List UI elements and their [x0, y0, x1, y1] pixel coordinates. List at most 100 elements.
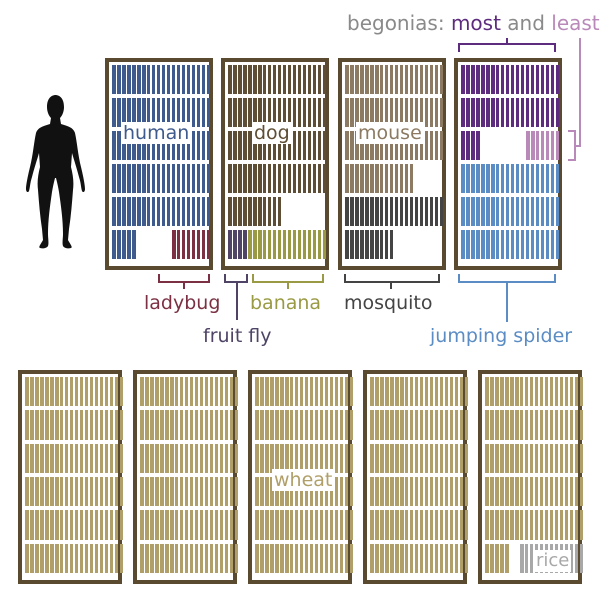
bar-dog	[237, 131, 242, 160]
bar-wheat	[184, 543, 189, 573]
bar-dog	[317, 164, 322, 193]
bar-wheat	[59, 410, 64, 440]
bar-jumping-spider	[495, 164, 500, 193]
bar-row	[112, 98, 211, 127]
bar-wheat	[514, 443, 519, 473]
bar-wheat	[349, 510, 354, 540]
bar-jumping-spider	[550, 230, 555, 259]
bar-dog	[277, 197, 282, 226]
bar-wheat	[54, 510, 59, 540]
frame-begonias	[454, 58, 562, 270]
bar-wheat	[184, 443, 189, 473]
bar-mouse	[384, 65, 389, 94]
bar-wheat	[74, 410, 79, 440]
bar-wheat	[509, 377, 514, 407]
bar-dog	[307, 164, 312, 193]
bar-wheat	[74, 477, 79, 507]
bar-wheat	[349, 543, 354, 573]
bar-wheat	[289, 377, 294, 407]
begonias-title: begonias: most and least	[347, 12, 600, 34]
bar-wheat	[459, 443, 464, 473]
bar-row	[25, 410, 124, 440]
bar-mouse	[424, 65, 429, 94]
bar-wheat	[444, 543, 449, 573]
bar-wheat	[419, 543, 424, 573]
bar-mouse	[439, 98, 444, 127]
bar-ladybug	[176, 230, 181, 259]
bar-wheat	[334, 377, 339, 407]
bar-wheat	[59, 510, 64, 540]
bar-row	[140, 543, 239, 573]
bar-dog	[247, 164, 252, 193]
bar-wheat	[99, 543, 104, 573]
bar-begonia-most	[485, 98, 490, 127]
bar-wheat	[114, 510, 119, 540]
bar-human	[161, 131, 166, 160]
bar-row	[370, 477, 469, 507]
bar-mouse	[419, 131, 424, 160]
bar-human	[156, 98, 161, 127]
bar-dog	[312, 98, 317, 127]
bar-begonia-least	[530, 131, 535, 160]
bar-wheat	[114, 543, 119, 573]
bar-wheat	[509, 443, 514, 473]
bar-wheat	[204, 543, 209, 573]
bar-jumping-spider	[550, 197, 555, 226]
bar-jumping-spider	[461, 230, 465, 259]
bar-dog	[237, 197, 242, 226]
bar-wheat	[549, 410, 554, 440]
bar-dog	[322, 164, 327, 193]
bar-wheat	[164, 477, 169, 507]
bar-ladybug	[201, 230, 206, 259]
bar-row	[345, 164, 439, 193]
bar-wheat	[485, 510, 489, 540]
bar-rice	[574, 543, 579, 573]
bar-jumping-spider	[515, 197, 520, 226]
bar-wheat	[209, 410, 214, 440]
bar-wheat	[234, 443, 239, 473]
bar-human	[161, 98, 166, 127]
bar-human	[206, 65, 211, 94]
bar-wheat	[399, 543, 404, 573]
bar-human	[116, 164, 121, 193]
bar-wheat	[25, 477, 29, 507]
bar-wheat	[34, 377, 39, 407]
bar-mouse	[384, 131, 389, 160]
bar-wheat	[384, 443, 389, 473]
bar-wheat	[499, 410, 504, 440]
bar-begonia-least	[555, 131, 560, 160]
bar-dog	[322, 98, 327, 127]
bar-wheat	[574, 510, 579, 540]
bar-wheat	[289, 543, 294, 573]
bar-wheat	[489, 410, 494, 440]
bar-row	[140, 377, 239, 407]
bar-wheat	[539, 377, 544, 407]
bar-human	[131, 131, 136, 160]
bar-wheat	[579, 443, 584, 473]
bar-wheat	[149, 443, 154, 473]
bar-wheat	[324, 410, 329, 440]
bar-human	[161, 164, 166, 193]
frame-label-rice: rice	[534, 550, 572, 572]
bar-row	[461, 230, 560, 259]
bar-jumping-spider	[530, 230, 535, 259]
bar-mouse	[374, 164, 379, 193]
bar-jumping-spider	[465, 230, 470, 259]
bar-human	[151, 164, 156, 193]
bar-human	[201, 131, 206, 160]
bar-wheat	[444, 443, 449, 473]
bar-wheat	[324, 377, 329, 407]
bar-wheat	[179, 543, 184, 573]
bar-wheat	[529, 477, 534, 507]
bar-jumping-spider	[475, 230, 480, 259]
bar-wheat	[59, 377, 64, 407]
bar-mouse	[374, 131, 379, 160]
bar-wheat	[204, 443, 209, 473]
bar-wheat	[89, 477, 94, 507]
bar-mouse	[374, 98, 379, 127]
bar-wheat	[554, 410, 559, 440]
bar-human	[131, 65, 136, 94]
bar-human	[156, 65, 161, 94]
bar-begonia-most	[490, 65, 495, 94]
bar-wheat	[74, 443, 79, 473]
